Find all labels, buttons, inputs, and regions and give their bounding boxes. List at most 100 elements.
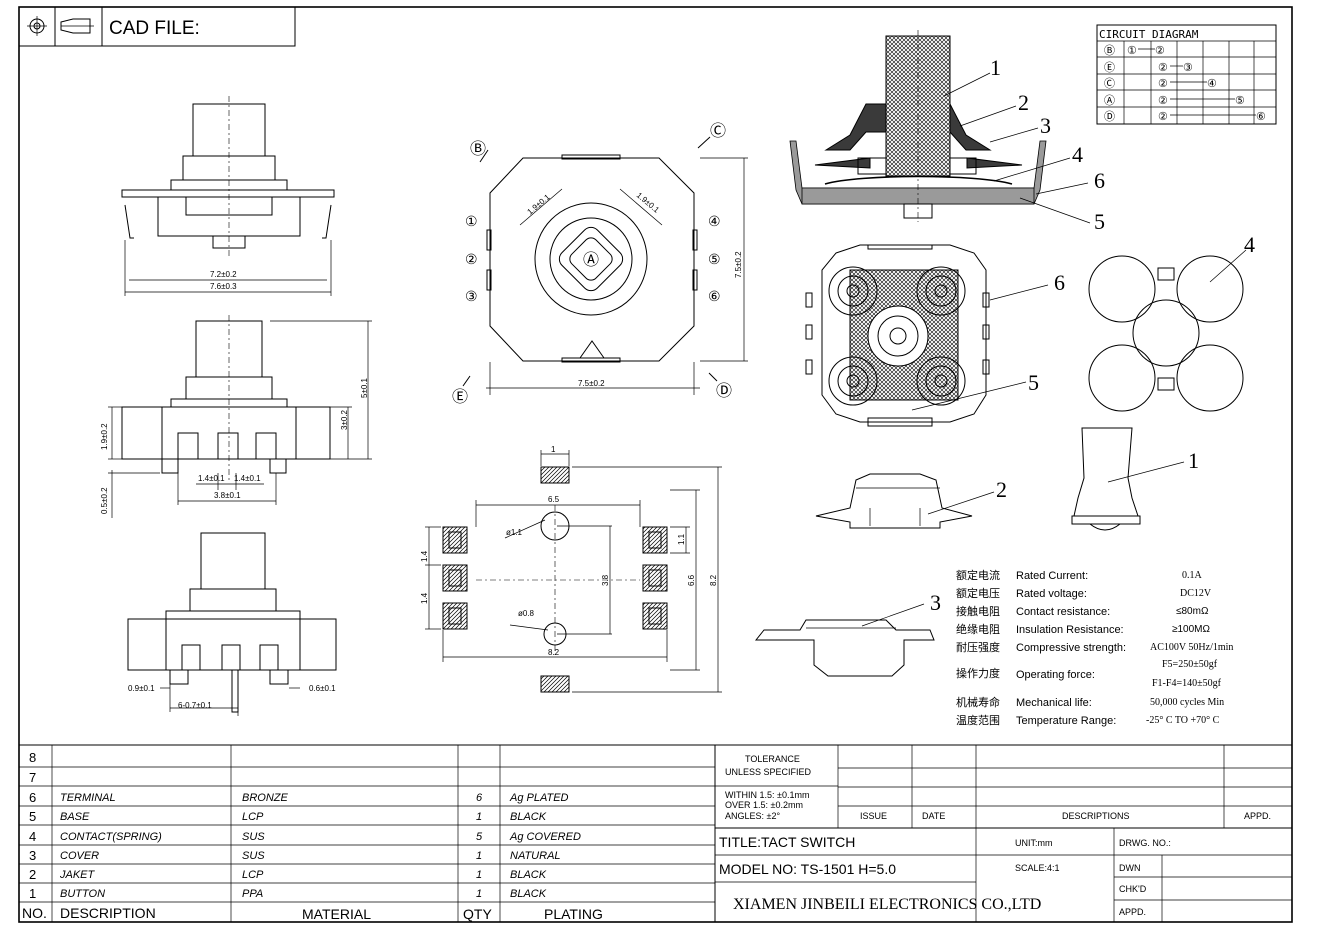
pad-dim-8.2-width: 8.2 [548, 648, 560, 657]
spec-val-6: 50,000 cycles Min [1150, 697, 1224, 708]
bom-plating-4: Ag COVERED [509, 831, 581, 843]
pad-dim-hole-0.8: ø0.8 [518, 609, 535, 618]
base-top-view [805, 244, 1049, 427]
circuit-key-B: Ⓑ [1104, 44, 1115, 57]
contact-disc-group [828, 266, 966, 406]
dim-7.6: 7.6±0.3 [210, 282, 237, 291]
top-view [462, 136, 748, 395]
tolerance-label: TOLERANCE [745, 754, 800, 764]
part-leaders [943, 72, 1091, 224]
spec-en-5: Operating force: [1016, 669, 1095, 681]
bom-mat-4: SUS [242, 831, 265, 843]
pad-dim-1.1-right: 1.1 [677, 533, 686, 545]
circuit-diagram [1096, 24, 1277, 125]
spec-val-5a: F5=250±50gf [1162, 659, 1218, 670]
spec-en-6: Mechanical life: [1016, 697, 1092, 709]
bom-mat-5: SUS [242, 850, 265, 862]
bom-mat-7: PPA [242, 888, 263, 900]
circuit-C-b: ② [1158, 78, 1168, 90]
bom-plating-7: BLACK [510, 888, 547, 900]
scale-label: SCALE:4:1 [1015, 863, 1060, 873]
circuit-D-c: ⑥ [1256, 111, 1266, 123]
pad-dim-6.6: 6.6 [687, 574, 696, 586]
part-label-6-section: 6 [1094, 168, 1105, 193]
sheet-border [18, 6, 1293, 923]
bom-header-row: NO. DESCRIPTION MATERIAL QTY PLATING [22, 905, 603, 922]
dim-0.6: 0.6±0.1 [309, 684, 336, 693]
tolerance-sub: UNLESS SPECIFIED [725, 767, 812, 777]
model-label: MODEL NO: TS-1501 H=5.0 [719, 861, 896, 877]
contact-springs [1088, 249, 1247, 412]
marker-C: Ⓒ [710, 122, 726, 140]
circuit-E-b: ② [1158, 62, 1168, 74]
marker-D: Ⓓ [716, 382, 732, 400]
date-label: DATE [922, 811, 945, 821]
spec-cn-5: 操作力度 [956, 666, 1000, 680]
part-label-5-base: 5 [1028, 370, 1039, 395]
bom-header-material: MATERIAL [302, 906, 371, 922]
bom-row: 6 TERMINAL BRONZE 6 Ag PLATED [29, 790, 569, 805]
side-view [108, 315, 372, 518]
bom-header-no: NO. [22, 905, 47, 921]
bom-plating-6: BLACK [510, 869, 547, 881]
header-box: CAD FILE: [18, 6, 296, 47]
dim-0.5-vertical: 0.5±0.2 [100, 487, 109, 514]
bom-qty-5: 1 [476, 850, 482, 862]
part-label-1-button: 1 [1188, 448, 1199, 473]
spec-cn-2: 接触电阻 [956, 604, 1000, 618]
part-label-6-base: 6 [1054, 270, 1065, 295]
cross-section [789, 30, 1047, 222]
issue-label: ISSUE [860, 811, 887, 821]
bom-mat-6: LCP [242, 869, 264, 881]
dim-1.9-vertical: 1.9±0.2 [100, 423, 109, 450]
spec-cn-4: 耐压强度 [956, 640, 1000, 654]
company-name: XIAMEN JINBEILI ELECTRONICS CO.,LTD [733, 896, 1041, 913]
spec-table: 额定电流 Rated Current: 0.1A 额定电压 Rated volt… [956, 568, 1233, 727]
unit-label: UNIT:mm [1015, 838, 1053, 848]
bom-desc-3: BASE [60, 811, 90, 823]
chkd-label: CHK'D [1119, 884, 1147, 894]
part-label-1-section: 1 [990, 55, 1001, 80]
projection-symbol-icon [27, 16, 94, 36]
spec-cn-6: 机械寿命 [956, 695, 1000, 709]
bom-desc-4: CONTACT(SPRING) [60, 831, 162, 843]
circuit-E-c: ③ [1183, 62, 1193, 74]
spec-en-0: Rated Current: [1016, 570, 1088, 582]
part-label-4-section: 4 [1072, 142, 1083, 167]
spec-cn-7: 温度范围 [956, 713, 1000, 727]
bom-plating-3: BLACK [510, 811, 547, 823]
marker-E: Ⓔ [452, 388, 468, 406]
part-label-5-section: 5 [1094, 209, 1105, 234]
bom-desc-5: COVER [60, 850, 99, 862]
bom-plating-2: Ag PLATED [509, 792, 569, 804]
bom-no-7: 1 [29, 886, 36, 901]
dim-0.9: 0.9±0.1 [128, 684, 155, 693]
circuit-B-a: ① [1127, 45, 1137, 57]
spec-en-2: Contact resistance: [1016, 606, 1110, 618]
bom-row: 4 CONTACT(SPRING) SUS 5 Ag COVERED [29, 829, 581, 844]
part-label-2-section: 2 [1018, 90, 1029, 115]
part-label-3-section: 3 [1040, 113, 1051, 138]
bom-qty-3: 1 [476, 811, 482, 823]
bom-desc-6: JAKET [59, 869, 96, 881]
circuit-D-b: ② [1158, 111, 1168, 123]
spec-en-7: Temperature Range: [1016, 715, 1116, 727]
spec-en-3: Insulation Resistance: [1016, 624, 1124, 636]
dim-7.2: 7.2±0.2 [210, 270, 237, 279]
circuit-A-c: ⑤ [1235, 95, 1245, 107]
pad-dim-1.4-a: 1.4 [420, 550, 429, 562]
marker-6: ⑥ [708, 288, 721, 304]
bom-qty-2: 6 [476, 792, 483, 804]
spec-val-0: 0.1A [1182, 570, 1203, 581]
bom-header-qty: QTY [463, 906, 492, 922]
pad-dim-1.4-b: 1.4 [420, 592, 429, 604]
marker-4: ④ [708, 213, 721, 229]
circuit-key-A: Ⓐ [1104, 94, 1115, 107]
spec-val-3: ≥100MΩ [1172, 624, 1211, 635]
dwn-label: DWN [1119, 863, 1141, 873]
side-view-2 [127, 532, 337, 716]
pad-dim-8.2-height: 8.2 [709, 574, 718, 586]
dim-7.5-height: 7.5±0.2 [734, 251, 743, 278]
spec-val-1: DC12V [1180, 588, 1212, 599]
